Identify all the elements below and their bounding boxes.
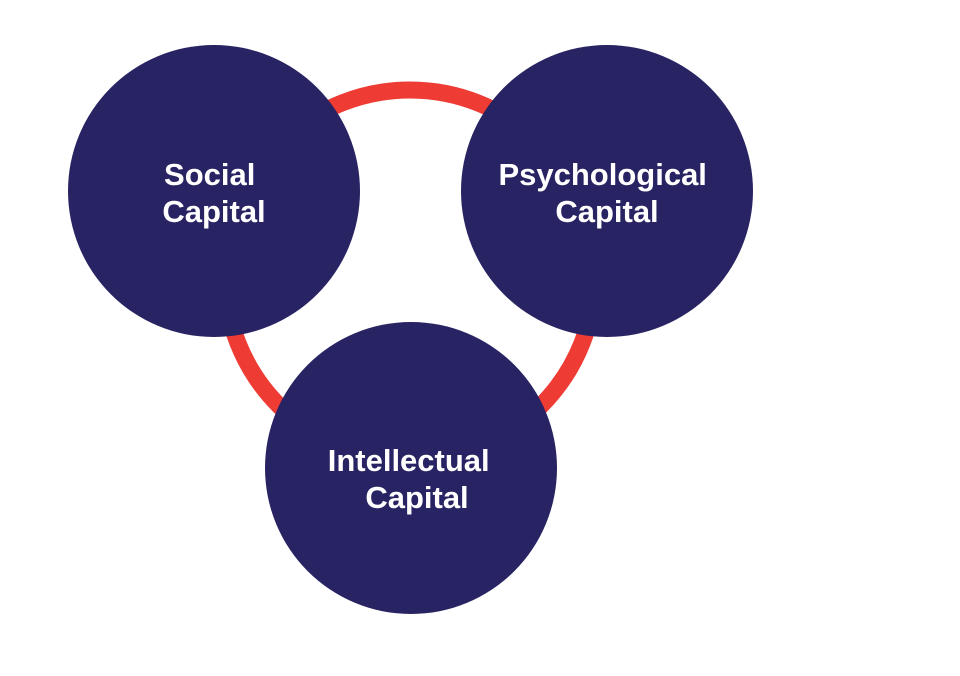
social-capital-label: Social Capital [162, 157, 265, 229]
node-psychological-capital: Psychological Capital [461, 45, 753, 337]
intellectual-capital-line2: Capital [365, 480, 468, 515]
node-social-capital: Social Capital [68, 45, 360, 337]
intellectual-capital-circle [265, 322, 557, 614]
intellectual-capital-line1: Intellectual [328, 443, 490, 478]
social-capital-circle [68, 45, 360, 337]
psychological-capital-label: Psychological Capital [498, 157, 715, 229]
node-intellectual-capital: Intellectual Capital [265, 322, 557, 614]
psychological-capital-line2: Capital [555, 194, 658, 229]
social-capital-line1: Social [164, 157, 255, 192]
psychological-capital-circle [461, 45, 753, 337]
intellectual-capital-label: Intellectual Capital [328, 443, 499, 515]
psychological-capital-line1: Psychological [498, 157, 706, 192]
social-capital-line2: Capital [162, 194, 265, 229]
